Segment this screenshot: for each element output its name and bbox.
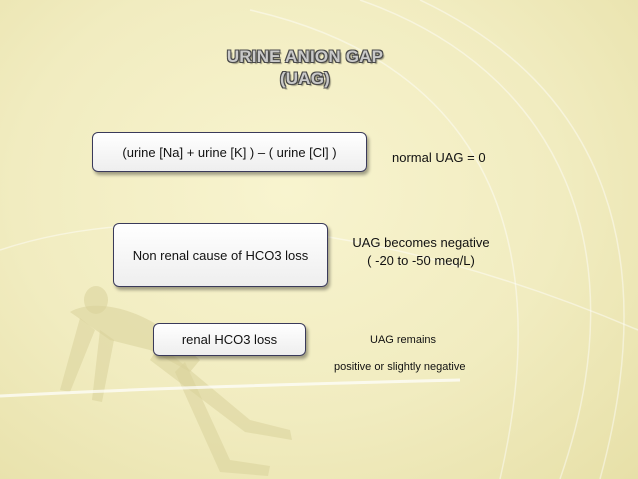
slide-title: URINE ANION GAP (UAG) bbox=[165, 46, 445, 90]
renal-hco3-loss-text: renal HCO3 loss bbox=[181, 332, 278, 347]
sprinter-silhouette bbox=[60, 286, 292, 476]
non-renal-cause-box: Non renal cause of HCO3 loss bbox=[113, 223, 328, 287]
formula-box: (urine [Na] + urine [K] ) – ( urine [Cl]… bbox=[92, 132, 367, 172]
title-line-2: (UAG) bbox=[279, 69, 331, 88]
non-renal-cause-text: Non renal cause of HCO3 loss bbox=[132, 247, 309, 263]
title-line-1: URINE ANION GAP bbox=[226, 47, 384, 66]
uag-negative-line-2: ( -20 to -50 meq/L) bbox=[367, 253, 475, 268]
uag-negative-line-1: UAG becomes negative bbox=[352, 235, 490, 250]
uag-positive-note: positive or slightly negative bbox=[334, 361, 466, 373]
uag-negative-note: UAG becomes negative ( -20 to -50 meq/L) bbox=[338, 234, 504, 270]
uag-remains-note: UAG remains bbox=[370, 334, 437, 346]
formula-text: (urine [Na] + urine [K] ) – ( urine [Cl]… bbox=[122, 144, 337, 160]
normal-uag-note: normal UAG = 0 bbox=[392, 150, 486, 165]
renal-hco3-loss-box: renal HCO3 loss bbox=[153, 323, 306, 356]
